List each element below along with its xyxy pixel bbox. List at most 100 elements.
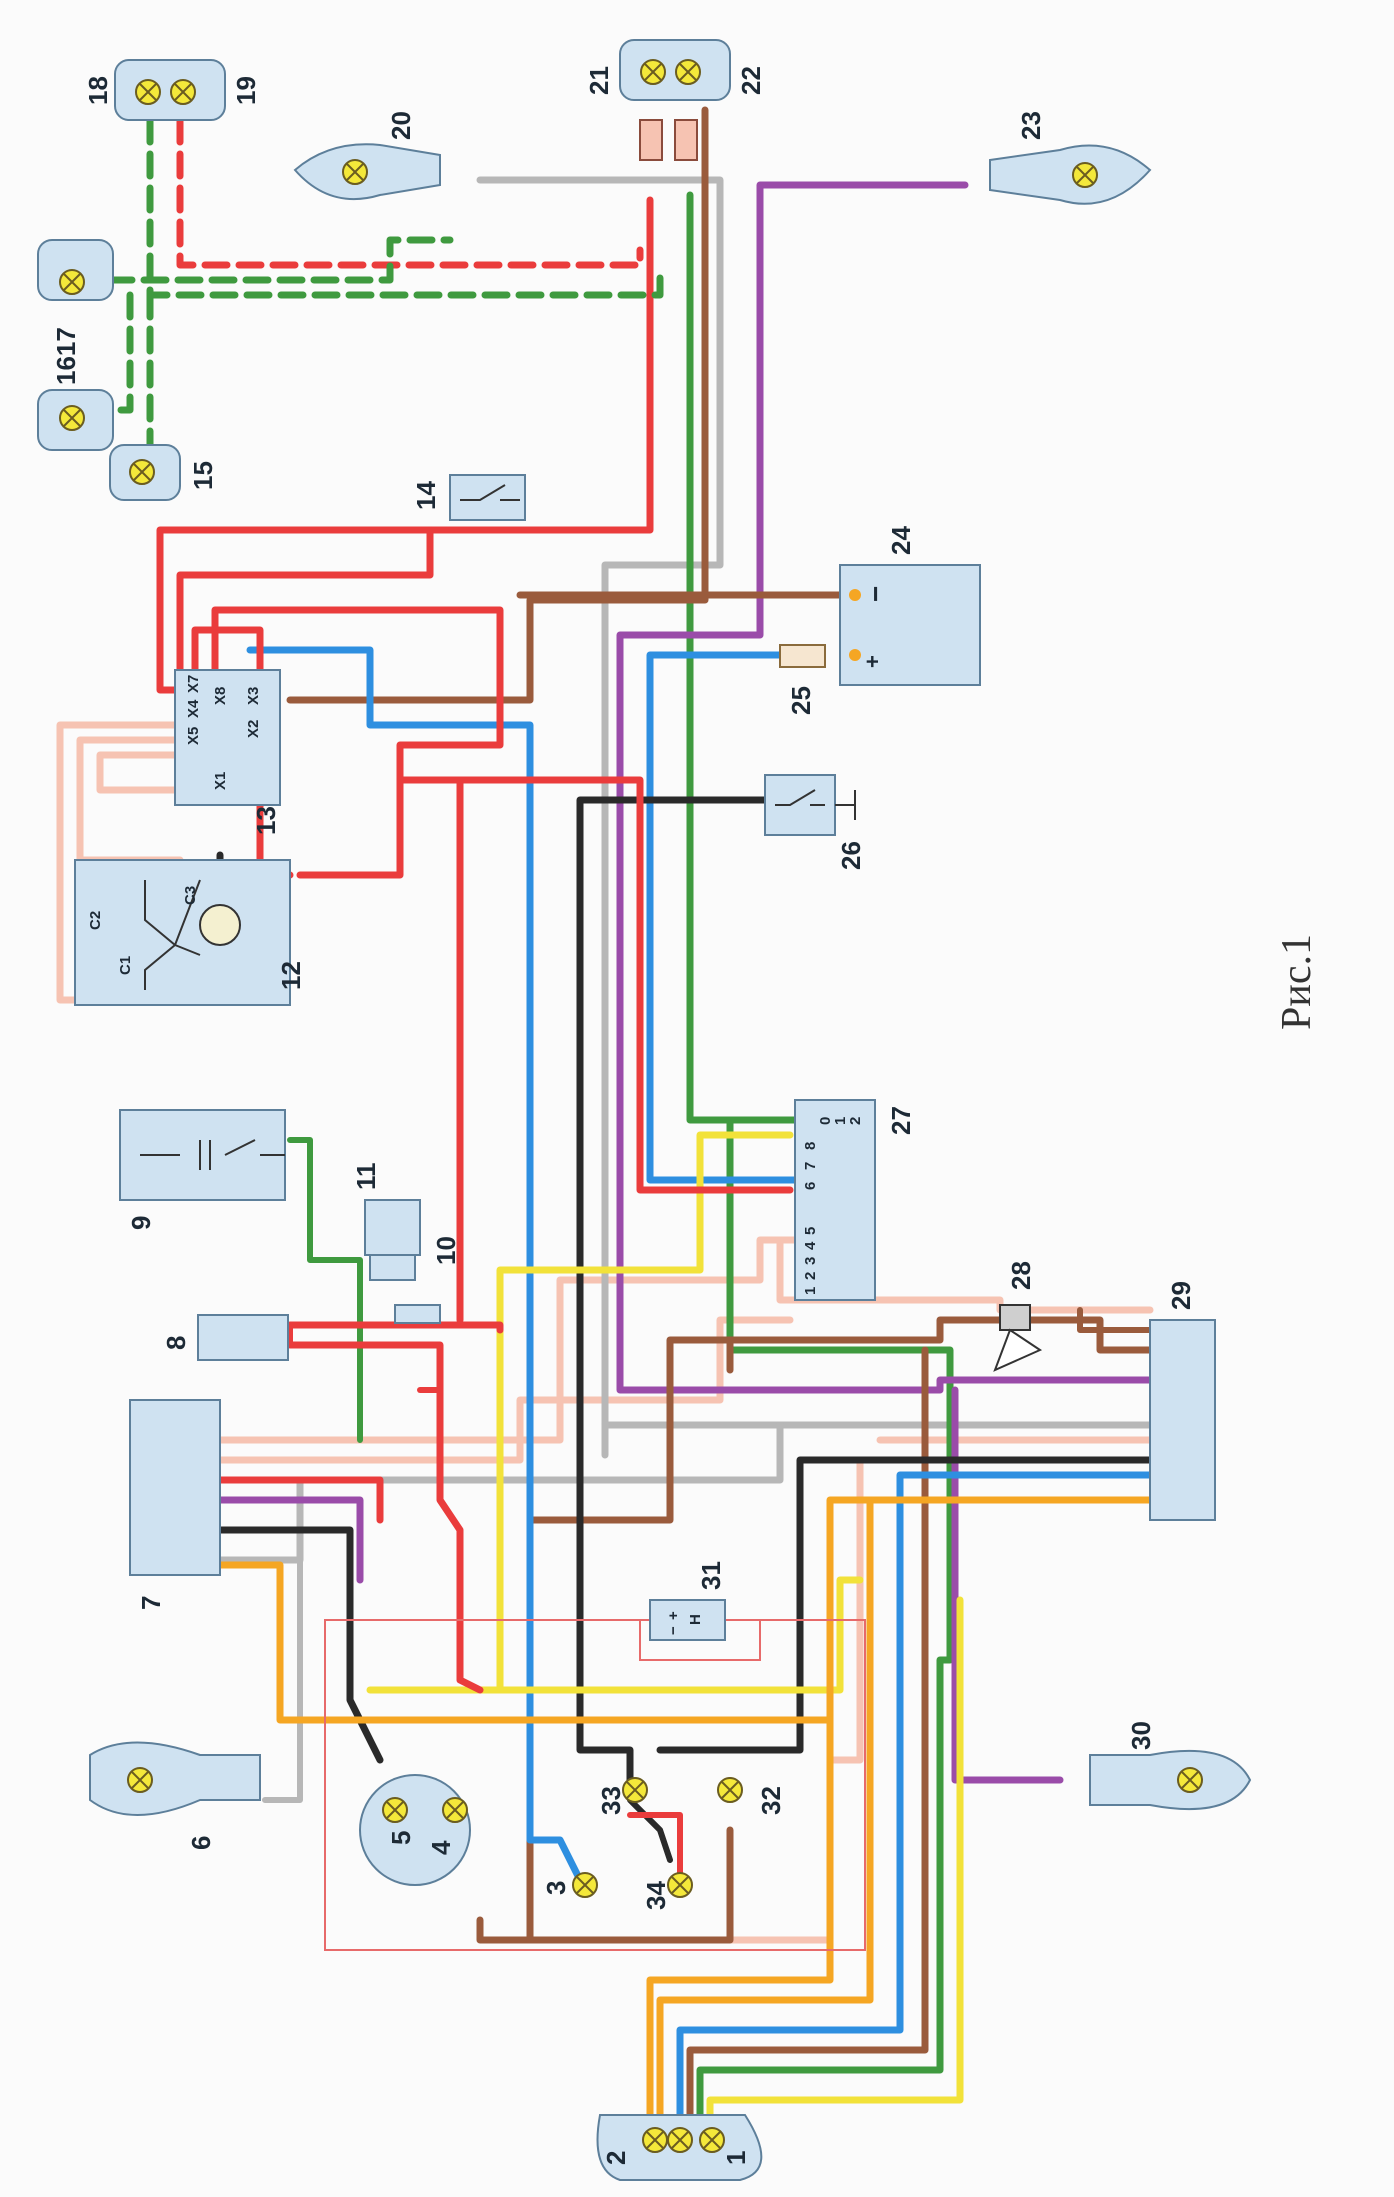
wire-brown bbox=[286, 106, 709, 704]
lamp-32-icon bbox=[717, 1777, 743, 1803]
regulator-terminal-x4: X4 bbox=[185, 699, 202, 718]
wire-red bbox=[156, 196, 654, 694]
label-5: 5 bbox=[386, 1831, 416, 1845]
wire-red bbox=[286, 1341, 484, 1694]
fuse-22 bbox=[674, 119, 698, 161]
lamp-1-icon bbox=[699, 2127, 725, 2153]
lamp-15-icon bbox=[129, 459, 155, 485]
wire-green bbox=[696, 1116, 954, 2134]
wire-green-dashed bbox=[106, 236, 454, 284]
lamp-22-icon bbox=[675, 59, 701, 85]
switch-26-symbol bbox=[775, 789, 856, 820]
generator-windings bbox=[144, 879, 201, 990]
label-11: 11 bbox=[351, 1163, 381, 1191]
label-22: 22 bbox=[736, 66, 766, 95]
switch-27-contact-1: 1 bbox=[802, 1287, 819, 1295]
battery-minus-label: − bbox=[860, 586, 891, 602]
switch-27-contact-4: 4 bbox=[802, 1241, 819, 1250]
label-32: 32 bbox=[756, 1786, 786, 1815]
lamp-19-icon bbox=[170, 79, 196, 105]
label-9: 9 bbox=[126, 1216, 156, 1230]
wire-red bbox=[296, 776, 794, 1194]
switch-29 bbox=[1149, 1319, 1216, 1521]
terminal-labels: X5 X4 X7 X8 X3 X2 X1 C1 C2 C3 0 1 2 1 2 … bbox=[87, 586, 891, 1635]
label-7: 7 bbox=[136, 1596, 166, 1610]
wire-gray bbox=[262, 1557, 303, 1803]
wire-violet bbox=[616, 181, 1154, 1394]
central-switch-27 bbox=[794, 1099, 876, 1301]
wire-green bbox=[287, 1137, 363, 1443]
wire-brown bbox=[686, 1346, 929, 2134]
label-18: 18 bbox=[83, 76, 113, 105]
label-19: 19 bbox=[231, 76, 261, 105]
lamp-23-icon bbox=[1072, 162, 1098, 188]
label-3: 3 bbox=[541, 1881, 571, 1895]
fuse-25 bbox=[779, 644, 826, 668]
wire-blue bbox=[246, 646, 584, 1884]
label-30: 30 bbox=[1126, 1721, 1156, 1750]
wire-orange bbox=[656, 1496, 874, 2124]
wire-green-dashed bbox=[136, 291, 154, 474]
label-28: 28 bbox=[1006, 1261, 1036, 1290]
wire-red-dashed bbox=[176, 116, 644, 269]
wire-red bbox=[216, 1476, 384, 1524]
label-15: 15 bbox=[188, 461, 218, 490]
switch-27-contact-8: 8 bbox=[802, 1142, 819, 1150]
switch-14-symbol bbox=[460, 484, 520, 501]
label-20: 20 bbox=[386, 111, 416, 140]
labels: 1 2 3 4 5 6 7 8 9 10 11 12 13 14 15 1617… bbox=[51, 66, 1196, 2165]
label-4: 4 bbox=[426, 1840, 456, 1855]
turn-light-6 bbox=[89, 1741, 261, 1816]
wire-red bbox=[627, 1812, 683, 1883]
switch-27-contact-6: 6 bbox=[802, 1182, 819, 1190]
lamp-6-icon bbox=[127, 1767, 153, 1793]
switch-8 bbox=[197, 1314, 289, 1361]
label-25: 25 bbox=[786, 686, 816, 715]
generator-terminal-c3: C3 bbox=[182, 886, 199, 905]
label-29: 29 bbox=[1166, 1281, 1196, 1310]
label-1617: 1617 bbox=[51, 327, 81, 385]
wire-black bbox=[627, 1797, 673, 1863]
battery-terminal-minus bbox=[849, 589, 861, 601]
figure-caption: Рис.1 bbox=[1274, 934, 1320, 1030]
relay-minus-label: − bbox=[665, 1626, 682, 1635]
horn-11-terminal bbox=[369, 1254, 416, 1281]
buzzer-28 bbox=[999, 1304, 1031, 1331]
fuse-21 bbox=[639, 119, 663, 161]
regulator-terminal-x8: X8 bbox=[212, 687, 229, 705]
wire-red bbox=[176, 526, 434, 679]
horn-switch-symbol bbox=[140, 1139, 285, 1170]
regulator-terminal-x1: X1 bbox=[212, 772, 229, 790]
battery-plus-label: + bbox=[860, 655, 885, 668]
wire-pink bbox=[96, 751, 184, 794]
switch-7 bbox=[129, 1399, 221, 1576]
label-8: 8 bbox=[161, 1336, 191, 1350]
switch-27-pos-2: 2 bbox=[847, 1117, 864, 1125]
sensor-10 bbox=[394, 1304, 441, 1324]
lamp-4-icon bbox=[442, 1797, 468, 1823]
relay-h-label: Н bbox=[687, 1614, 704, 1625]
wire-violet bbox=[951, 1386, 1064, 1784]
relay-plus-label: + bbox=[665, 1611, 682, 1620]
switch-27-contact-5: 5 bbox=[802, 1227, 819, 1235]
regulator-13 bbox=[174, 669, 281, 806]
lamp-16-icon bbox=[59, 405, 85, 431]
harness-outline bbox=[639, 1620, 761, 1661]
horn-11 bbox=[364, 1199, 421, 1256]
battery-24 bbox=[839, 564, 981, 686]
switch-27-pos-0: 0 bbox=[817, 1117, 834, 1125]
regulator-terminal-x5: X5 bbox=[185, 727, 202, 745]
wire-blue bbox=[646, 651, 804, 1184]
label-12: 12 bbox=[276, 961, 306, 990]
generator-terminal-c1: C1 bbox=[117, 956, 134, 975]
lamp-21-icon bbox=[640, 59, 666, 85]
label-21: 21 bbox=[584, 66, 614, 95]
lamp-33-icon bbox=[622, 1777, 648, 1803]
lamp-18-icon bbox=[135, 79, 161, 105]
wire-red bbox=[286, 1321, 504, 1334]
switch-27-contact-3: 3 bbox=[802, 1257, 819, 1265]
lamp-3-icon bbox=[572, 1872, 598, 1898]
wire-blue bbox=[676, 1471, 1154, 2134]
wire-brown bbox=[1077, 1307, 1153, 1333]
generator-terminal-c2: C2 bbox=[87, 911, 104, 930]
